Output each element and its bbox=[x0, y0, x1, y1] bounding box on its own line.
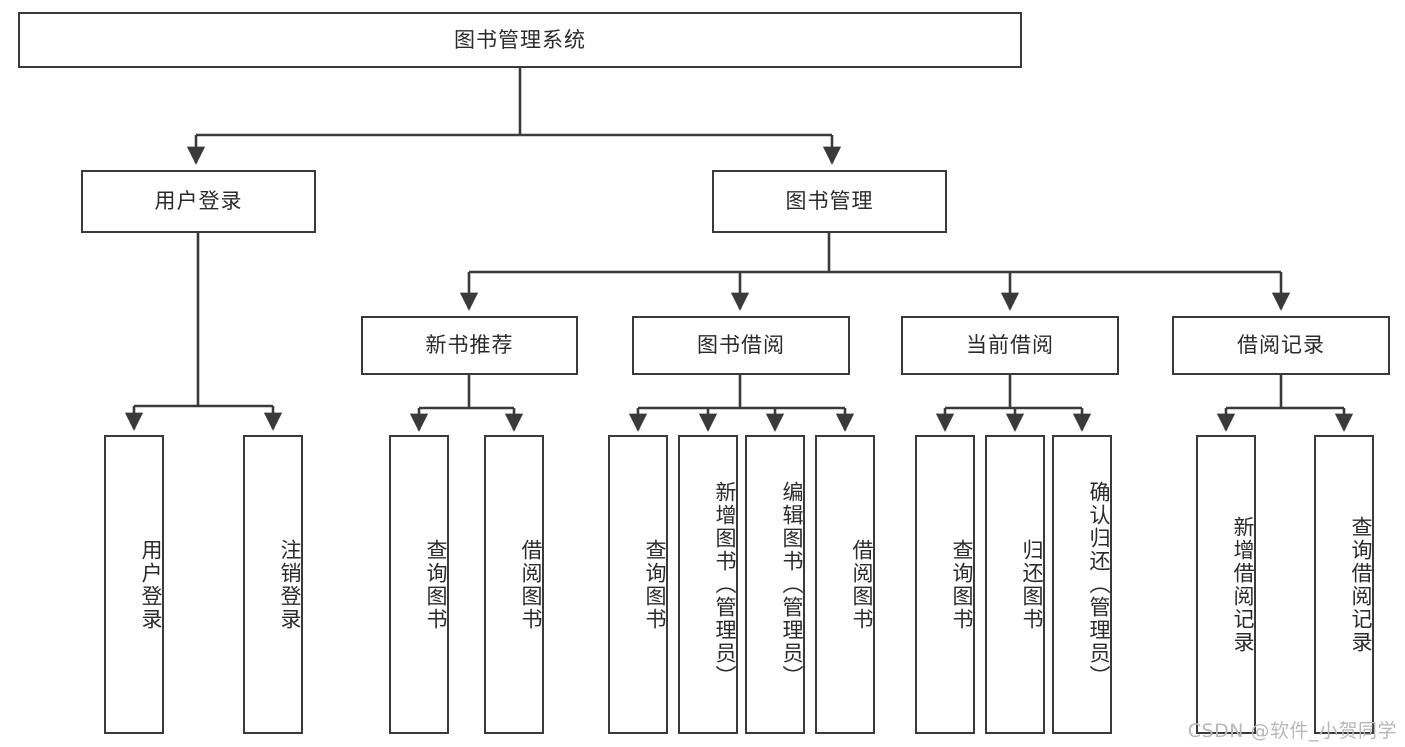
node-user-login-label: 用户登录 bbox=[154, 189, 243, 213]
node-root-label: 图书管理系统 bbox=[454, 27, 586, 52]
leaf-query-book-borrow[interactable]: 查询图书 bbox=[608, 435, 668, 734]
node-book-borrow[interactable]: 图书借阅 bbox=[632, 316, 850, 375]
leaf-query-borrow-record-label: 查询借阅记录 bbox=[1349, 515, 1373, 654]
leaf-logout-label: 注销登录 bbox=[278, 538, 302, 631]
leaf-borrow-book[interactable]: 借阅图书 bbox=[815, 435, 875, 734]
leaf-logout[interactable]: 注销登录 bbox=[243, 435, 303, 734]
leaf-query-book-rec-label: 查询图书 bbox=[424, 538, 448, 631]
node-current-borrow[interactable]: 当前借阅 bbox=[901, 316, 1119, 375]
leaf-edit-book-admin[interactable]: 编辑图书（管理员） bbox=[745, 435, 805, 734]
leaf-borrow-book-rec-label: 借阅图书 bbox=[519, 538, 543, 631]
node-new-book-recommend[interactable]: 新书推荐 bbox=[361, 316, 578, 375]
leaf-query-book-current[interactable]: 查询图书 bbox=[915, 435, 975, 734]
leaf-borrow-book-label: 借阅图书 bbox=[850, 538, 874, 631]
leaf-query-book-rec[interactable]: 查询图书 bbox=[389, 435, 449, 734]
leaf-return-book[interactable]: 归还图书 bbox=[985, 435, 1045, 734]
leaf-query-book-borrow-label: 查询图书 bbox=[643, 538, 667, 631]
node-book-management-label: 图书管理 bbox=[785, 189, 874, 213]
leaf-add-book-admin[interactable]: 新增图书（管理员） bbox=[678, 435, 738, 734]
node-book-management[interactable]: 图书管理 bbox=[712, 170, 947, 233]
leaf-user-login[interactable]: 用户登录 bbox=[104, 435, 164, 734]
node-borrow-record-label: 借阅记录 bbox=[1237, 333, 1325, 357]
leaf-borrow-book-rec[interactable]: 借阅图书 bbox=[484, 435, 544, 734]
leaf-query-borrow-record[interactable]: 查询借阅记录 bbox=[1314, 435, 1374, 734]
leaf-add-borrow-record[interactable]: 新增借阅记录 bbox=[1196, 435, 1256, 734]
node-current-borrow-label: 当前借阅 bbox=[966, 333, 1054, 357]
leaf-confirm-return-admin[interactable]: 确认归还（管理员） bbox=[1052, 435, 1112, 734]
node-borrow-record[interactable]: 借阅记录 bbox=[1172, 316, 1390, 375]
node-book-borrow-label: 图书借阅 bbox=[697, 333, 785, 357]
node-new-book-recommend-label: 新书推荐 bbox=[425, 333, 514, 357]
leaf-add-borrow-record-label: 新增借阅记录 bbox=[1231, 515, 1255, 654]
watermark-text: CSDN @软件_小贺同学 bbox=[1187, 720, 1397, 742]
leaf-confirm-return-admin-label: 确认归还（管理员） bbox=[1087, 481, 1111, 688]
leaf-return-book-label: 归还图书 bbox=[1020, 538, 1044, 631]
leaf-query-book-current-label: 查询图书 bbox=[950, 538, 974, 631]
leaf-add-book-admin-label: 新增图书（管理员） bbox=[713, 481, 737, 688]
node-root[interactable]: 图书管理系统 bbox=[18, 12, 1022, 68]
node-user-login[interactable]: 用户登录 bbox=[81, 170, 316, 233]
leaf-edit-book-admin-label: 编辑图书（管理员） bbox=[780, 481, 804, 688]
leaf-user-login-label: 用户登录 bbox=[139, 538, 163, 631]
